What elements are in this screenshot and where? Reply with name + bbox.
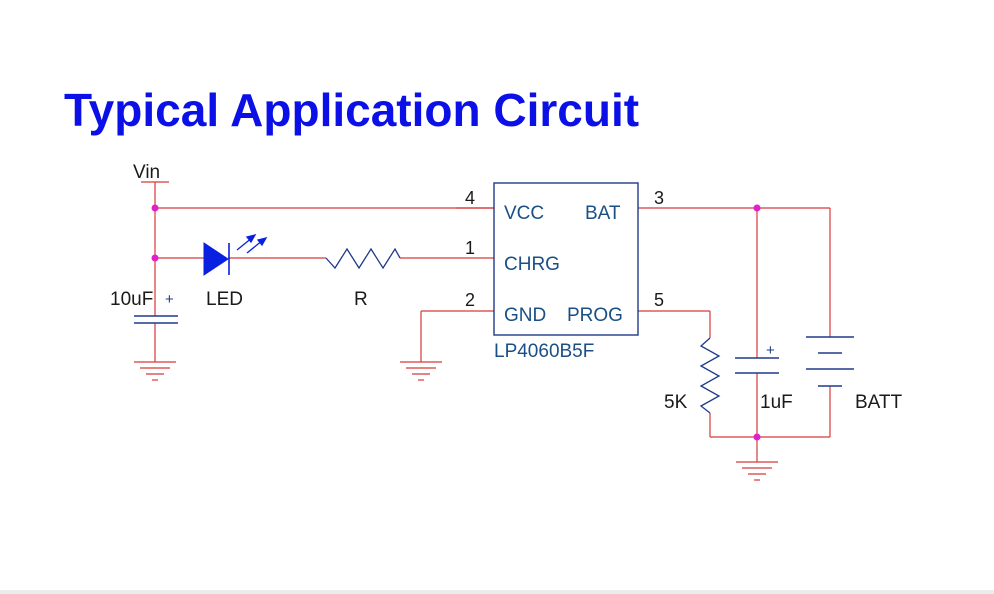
- chip-name: LP4060B5F: [494, 341, 594, 362]
- led-icon: [203, 233, 268, 276]
- page-title: Typical Application Circuit: [64, 84, 640, 136]
- junction-dot: [151, 254, 159, 262]
- ground-symbols: [134, 361, 778, 481]
- battery-label: BATT: [855, 392, 903, 413]
- pin-name-vcc: VCC: [504, 203, 544, 224]
- resistor-5k-label: 5K: [664, 392, 688, 413]
- resistor-r-icon: [325, 247, 401, 270]
- pin-number-gnd: 2: [465, 290, 475, 310]
- pin-name-bat: BAT: [585, 203, 621, 224]
- pin-number-vcc: 4: [465, 188, 475, 208]
- resistor-r-label: R: [354, 289, 368, 310]
- battery-icon: [806, 336, 854, 387]
- pin-name-gnd: GND: [504, 305, 546, 326]
- pin-name-chrg: CHRG: [504, 254, 560, 275]
- ground-icon-right: [736, 461, 778, 481]
- led-label: LED: [206, 289, 243, 310]
- resistor-5k-icon: [699, 337, 721, 414]
- output-capacitor-plus: +: [766, 342, 775, 359]
- ground-icon-chip: [400, 361, 442, 381]
- junction-dot: [753, 433, 761, 441]
- wires: [141, 181, 831, 462]
- input-capacitor-icon: [134, 315, 178, 324]
- page-bottom-divider: [0, 590, 994, 594]
- vin-label: Vin: [133, 162, 160, 183]
- output-capacitor-label: 1uF: [760, 392, 793, 413]
- pin-number-prog: 5: [654, 290, 664, 310]
- pin-number-bat: 3: [654, 188, 664, 208]
- output-capacitor-icon: [735, 357, 779, 374]
- chip-body: [493, 182, 639, 336]
- pin-name-prog: PROG: [567, 305, 623, 326]
- pin-number-chrg: 1: [465, 238, 475, 258]
- junction-dot: [753, 204, 761, 212]
- input-capacitor-plus: +: [165, 291, 174, 308]
- input-capacitor-label: 10uF: [110, 289, 153, 310]
- ground-icon-left: [134, 361, 176, 381]
- junction-dot: [151, 204, 159, 212]
- junctions: [151, 204, 761, 441]
